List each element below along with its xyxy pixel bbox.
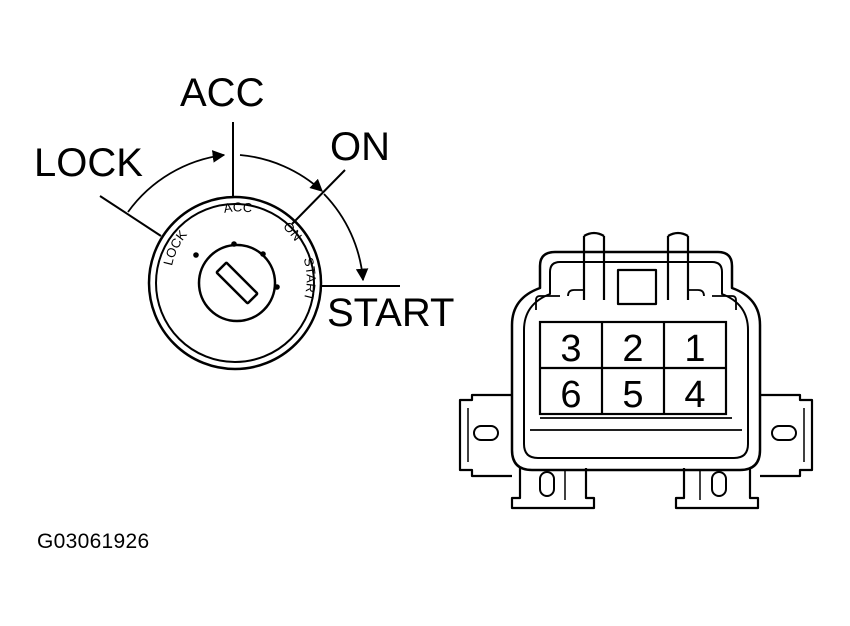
terminal-grid	[538, 320, 728, 416]
pin-6: 6	[560, 374, 581, 416]
on-leader-line	[291, 169, 346, 225]
left-foot	[510, 468, 596, 510]
pin-2: 2	[622, 328, 643, 370]
connector-housing	[510, 250, 762, 472]
cylinder-label-acc: ACC	[223, 199, 254, 215]
position-label-start: START	[327, 291, 454, 335]
on-position-dot	[260, 251, 266, 257]
pin-4: 4	[684, 374, 705, 416]
connector-latch	[582, 231, 606, 300]
position-label-on: ON	[330, 125, 390, 169]
key-plug	[197, 243, 277, 323]
pin-3: 3	[560, 328, 581, 370]
cylinder-inner-ring	[155, 203, 315, 363]
position-label-lock: LOCK	[34, 141, 143, 185]
right-foot	[674, 468, 760, 510]
on-to-start-arrow	[323, 193, 369, 282]
left-ear-slot	[473, 425, 499, 441]
pin-5: 5	[622, 374, 643, 416]
lock-leader-line	[99, 195, 162, 237]
right-ear-slot	[771, 425, 797, 441]
svg-text:ACC: ACC	[223, 199, 254, 215]
position-label-acc: ACC	[180, 71, 264, 115]
latch-window	[616, 268, 658, 306]
switch-connector	[458, 231, 814, 510]
lock-position-dot	[193, 252, 199, 258]
lock-to-acc-arrow	[127, 150, 226, 213]
cylinder-outer-ring	[147, 195, 323, 371]
connector-inner-wall	[523, 261, 749, 459]
acc-to-on-arrow	[239, 154, 323, 192]
figure-id: G03061926	[37, 530, 150, 553]
left-mounting-ear	[458, 393, 512, 478]
cylinder-label-start: START	[301, 256, 319, 303]
right-mounting-ear	[760, 393, 814, 478]
key-slot	[215, 261, 259, 305]
pin-1: 1	[684, 328, 705, 370]
svg-text:START: START	[301, 256, 319, 303]
key-cylinder	[99, 122, 400, 371]
start-position-dot	[274, 284, 280, 290]
acc-position-dot	[231, 241, 237, 247]
